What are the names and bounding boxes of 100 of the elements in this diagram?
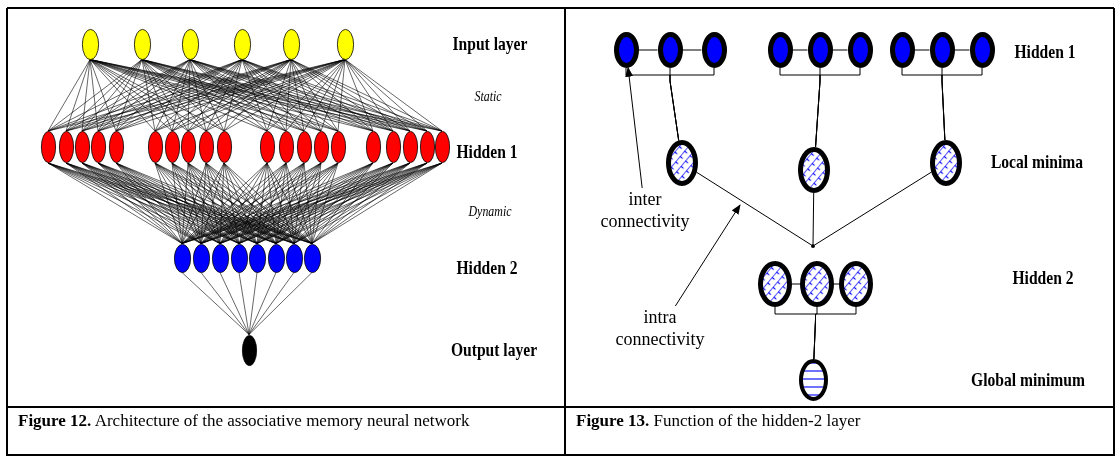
connection-line — [223, 59, 243, 132]
connection-line — [791, 283, 801, 285]
connection-line — [293, 162, 339, 244]
connection-line — [311, 162, 394, 244]
neuron-circle — [173, 243, 191, 273]
connection-line — [266, 162, 295, 244]
connection-line — [205, 162, 277, 244]
connection-line — [241, 59, 322, 132]
connection-line — [47, 59, 91, 132]
layer-label: Global minimum — [971, 369, 1085, 391]
connection-line — [89, 59, 99, 132]
connection-line — [812, 192, 815, 245]
connection-line — [154, 162, 221, 244]
connection-line — [266, 162, 313, 244]
connection-line — [181, 162, 268, 244]
connection-line — [792, 49, 808, 51]
connection-line — [275, 162, 287, 244]
connection-line — [181, 162, 225, 244]
connection-line — [266, 59, 292, 132]
neuron-circle — [889, 32, 915, 68]
neuron-circle — [230, 243, 248, 273]
neuron-circle — [285, 243, 303, 273]
neuron-circle — [365, 131, 381, 163]
neuron-circle — [278, 131, 294, 163]
neuron-circle — [839, 261, 873, 307]
neuron-circle — [767, 32, 793, 68]
connection-line — [219, 162, 225, 244]
neuron-circle — [613, 32, 639, 68]
connection-line — [833, 283, 840, 285]
connection-line — [187, 162, 221, 244]
layer-label: Output layer — [450, 339, 538, 361]
neuron-circle — [74, 131, 90, 163]
connection-line — [344, 59, 394, 132]
neuron-circle — [90, 131, 106, 163]
connection-line — [171, 162, 240, 244]
connection-line — [141, 59, 173, 132]
connection-line — [337, 59, 346, 132]
connection-line — [290, 59, 374, 132]
connection-line — [81, 59, 91, 132]
neuron-circle — [147, 131, 163, 163]
figure-caption: Figure 13. Function of the hidden-2 layer — [576, 411, 862, 430]
connection-line — [200, 272, 250, 335]
neuron-circle — [248, 243, 266, 273]
connection-line — [625, 66, 643, 189]
connection-line — [275, 162, 305, 244]
connection-line — [293, 162, 305, 244]
neuron-circle — [657, 32, 683, 68]
connection-line — [814, 171, 932, 246]
connection-line — [171, 162, 202, 244]
connection-line — [241, 59, 268, 132]
connection-line — [290, 59, 339, 132]
connection-line — [344, 59, 443, 132]
neuron-circle — [81, 28, 99, 60]
connection-line — [248, 272, 277, 335]
connection-line — [311, 162, 322, 244]
neuron-circle — [798, 359, 828, 401]
neuron-circle — [385, 131, 401, 163]
connection-line — [832, 49, 848, 51]
neuron-circle — [259, 131, 275, 163]
connection-line — [219, 272, 250, 335]
connection-line — [311, 162, 374, 244]
neuron-circle — [313, 131, 329, 163]
connection-line — [154, 59, 191, 132]
connection-line — [154, 162, 183, 244]
layer-label: Dynamic — [468, 204, 512, 220]
connection-line — [256, 162, 287, 244]
connection-line — [65, 59, 91, 132]
neuron-circle — [296, 131, 312, 163]
neuron-circle — [267, 243, 285, 273]
neuron-circle — [847, 32, 873, 68]
neuron-circle — [211, 243, 229, 273]
connection-line — [97, 59, 143, 132]
neuron-circle — [133, 28, 151, 60]
connection-line — [223, 162, 258, 244]
bracket-connector — [941, 67, 983, 141]
connection-line — [187, 59, 243, 132]
connection-line — [223, 59, 292, 132]
connection-line — [189, 59, 207, 132]
connection-line — [256, 162, 305, 244]
connection-line — [954, 49, 970, 51]
connection-line — [303, 162, 313, 244]
connection-line — [187, 162, 258, 244]
neuron-circle — [800, 261, 834, 307]
connection-line — [187, 59, 191, 132]
connection-line — [189, 59, 225, 132]
connection-line — [275, 162, 339, 244]
neuron-circle — [930, 140, 962, 186]
connection-line — [141, 59, 156, 132]
layer-label: Hidden 2 — [1012, 267, 1074, 289]
neuron-circle — [40, 131, 56, 163]
connection-line — [248, 272, 313, 335]
connection-line — [181, 272, 250, 335]
neuron-circle — [336, 28, 354, 60]
leader-line — [674, 204, 741, 307]
connection-line — [275, 162, 322, 244]
connection-line — [238, 272, 250, 335]
neuron-circle — [798, 147, 830, 193]
neuron-circle — [434, 131, 450, 163]
connection-line — [171, 59, 243, 132]
neuron-circle — [108, 131, 124, 163]
